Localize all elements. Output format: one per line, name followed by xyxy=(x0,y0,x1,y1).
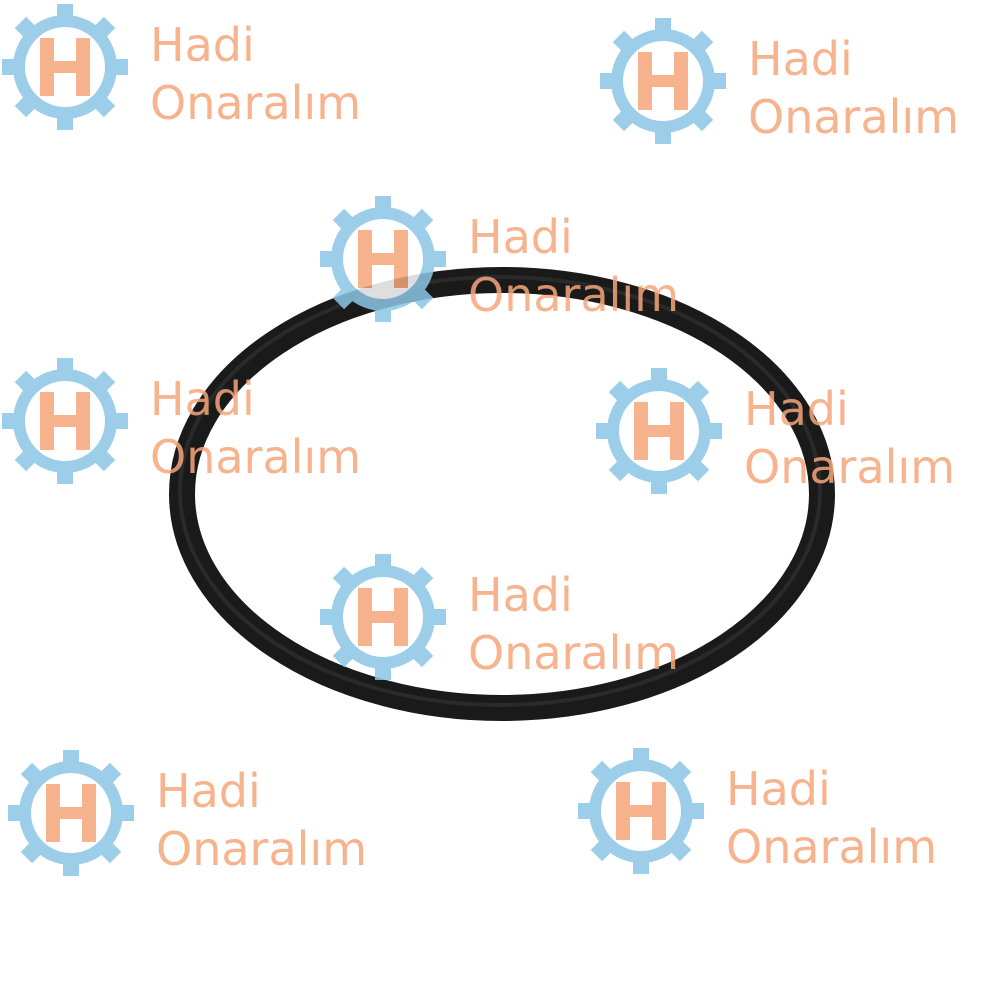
o-ring-image xyxy=(169,267,835,721)
